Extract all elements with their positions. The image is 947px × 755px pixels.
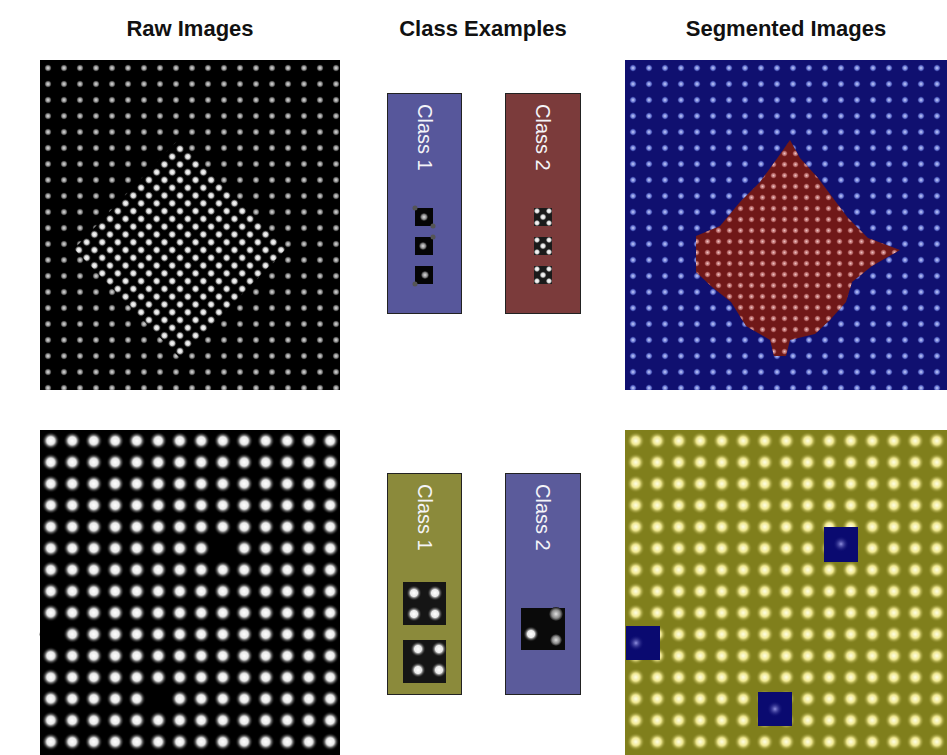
- class-label: Class 1: [413, 104, 437, 171]
- class-box-fill: [505, 93, 581, 314]
- class2-lattice: [696, 140, 900, 356]
- vacancy-blob: [628, 635, 644, 651]
- vacancy: [212, 537, 234, 559]
- vacancy: [147, 688, 169, 710]
- class2-region: [696, 140, 900, 356]
- class-box-fill: [505, 473, 581, 695]
- class-box: Class 1: [387, 473, 462, 695]
- class-patch: [403, 582, 446, 625]
- segmented-bg: [625, 60, 947, 390]
- class-patch: [534, 208, 552, 226]
- vacancy: [40, 623, 62, 645]
- atom-lattice: [40, 430, 340, 755]
- class-box-fill: [387, 473, 462, 695]
- segmented-lattice: [625, 60, 947, 390]
- column-header: Raw Images: [35, 16, 345, 42]
- segmented-lattice: [625, 430, 947, 755]
- class-patch: [413, 206, 436, 229]
- class-patch: [403, 640, 447, 683]
- class-patch: [534, 266, 552, 284]
- class-box-fill: [387, 93, 462, 314]
- raw-image-bg: [40, 60, 340, 390]
- class-box: Class 1: [387, 93, 462, 314]
- class-label: Class 2: [531, 104, 555, 171]
- vacancy-blob: [833, 536, 849, 552]
- segmented-bg: [625, 430, 947, 755]
- atom-lattice: [40, 60, 340, 390]
- vacancy-region: [758, 692, 792, 726]
- class-patch: [415, 235, 436, 256]
- class-patch: [413, 266, 434, 287]
- column-header: Segmented Images: [631, 16, 941, 42]
- vacancy-region: [824, 527, 858, 562]
- vacancy-region: [626, 626, 660, 660]
- class-box: Class 2: [505, 473, 581, 695]
- raw-image-bg: [40, 430, 340, 755]
- class-label: Class 1: [413, 484, 437, 551]
- column-header: Class Examples: [328, 16, 638, 42]
- class-label: Class 2: [531, 484, 555, 551]
- class-box: Class 2: [505, 93, 581, 314]
- dense-lattice: [74, 140, 286, 358]
- class-patch: [521, 607, 565, 650]
- class-patch: [534, 237, 552, 255]
- vacancy-blob: [767, 701, 783, 717]
- diamond-region: [74, 140, 286, 358]
